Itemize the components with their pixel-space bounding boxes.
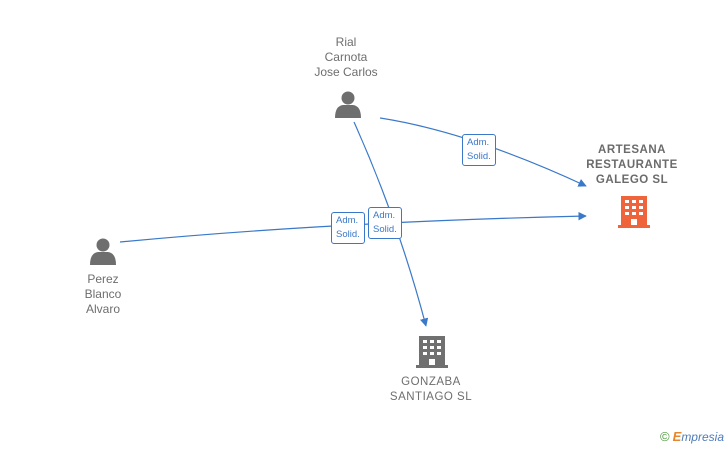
edge-label-line: Adm. (336, 215, 359, 226)
person-icon[interactable] (335, 91, 361, 119)
node-label-line: Jose Carlos (314, 65, 378, 79)
node-label-line: Alvaro (85, 302, 120, 316)
node-label-line: SANTIAGO SL (389, 391, 473, 403)
node-label-perez[interactable]: Perez Blanco Alvaro (62, 272, 144, 317)
edge-label-line: Solid. (336, 229, 360, 240)
node-label-line: Rial (335, 35, 357, 49)
edge-label-line: Adm. (467, 137, 490, 148)
building-icon[interactable] (416, 336, 448, 368)
node-label-line: GALEGO SL (595, 174, 669, 186)
node-label-line: Blanco (84, 287, 122, 301)
edge-label-rial-gonzaba[interactable]: Adm. Solid. (368, 207, 402, 239)
node-label-artesana[interactable]: ARTESANA RESTAURANTE GALEGO SL (576, 143, 688, 188)
edge-label-perez-artesana[interactable]: Adm. Solid. (331, 212, 365, 244)
node-label-line: RESTAURANTE (586, 159, 678, 171)
edge-label-line: Solid. (373, 224, 397, 235)
node-label-line: ARTESANA (598, 144, 666, 156)
node-label-rial[interactable]: Rial Carnota Jose Carlos (300, 35, 392, 80)
brand-name: mpresia (681, 430, 724, 444)
edge-label-line: Solid. (467, 151, 491, 162)
node-label-line: Perez (87, 272, 119, 286)
building-icon[interactable] (618, 196, 650, 228)
brand-initial: E (672, 429, 682, 444)
node-label-line: Carnota (324, 50, 368, 64)
person-icon[interactable] (90, 238, 116, 266)
edge-label-rial-artesana[interactable]: Adm. Solid. (462, 134, 496, 166)
node-label-line: GONZABA (401, 376, 461, 388)
copyright-symbol: © (660, 429, 670, 444)
edge-label-line: Adm. (373, 210, 396, 221)
node-label-gonzaba[interactable]: GONZABA SANTIAGO SL (380, 375, 482, 405)
brand-watermark: ©Empresia (660, 429, 724, 444)
